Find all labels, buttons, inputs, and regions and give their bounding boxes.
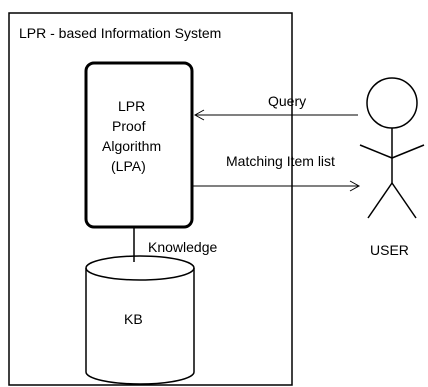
user-label: USER xyxy=(370,242,409,258)
algorithm-line-3: Algorithm xyxy=(102,138,161,154)
user-figure xyxy=(359,77,425,219)
query-arrowhead xyxy=(193,109,205,121)
kb-cylinder xyxy=(85,255,195,385)
system-title: LPR - based Information System xyxy=(19,25,221,41)
results-label: Matching Item list xyxy=(226,153,335,169)
algorithm-line-2: Proof xyxy=(112,118,146,134)
algorithm-box xyxy=(84,61,194,229)
results-arrowhead xyxy=(349,180,361,192)
system-boundary xyxy=(8,12,293,386)
knowledge-label: Knowledge xyxy=(148,239,217,255)
algorithm-line-4: (LPA) xyxy=(111,158,146,174)
kb-label: KB xyxy=(124,311,143,327)
algorithm-line-1: LPR xyxy=(118,98,145,114)
query-label: Query xyxy=(268,93,306,109)
